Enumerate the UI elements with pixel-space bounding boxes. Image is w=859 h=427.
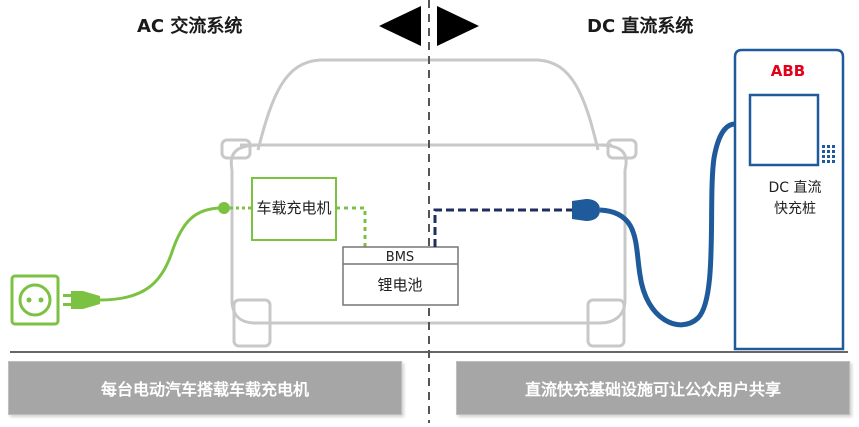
dc-plug-icon xyxy=(572,199,600,221)
ac-dc-link xyxy=(336,206,367,247)
keypad-key xyxy=(822,150,825,153)
dc-cable xyxy=(599,121,736,328)
keypad-key xyxy=(832,155,835,158)
car-outline xyxy=(220,58,638,348)
onboard-charger-box xyxy=(251,177,337,241)
keypad-key xyxy=(827,145,830,148)
keypad-key xyxy=(832,150,835,153)
keypad-key xyxy=(822,155,825,158)
plug-icon xyxy=(63,291,100,309)
keypad-key xyxy=(822,145,825,148)
ac-cable xyxy=(99,206,223,302)
charging-station xyxy=(733,48,845,351)
ac-system-title: AC 交流系统 xyxy=(137,16,243,37)
battery-label: 锂电池 xyxy=(377,276,422,294)
station-screen xyxy=(748,93,820,167)
keypad-key xyxy=(827,155,830,158)
dc-system-title: DC 直流系统 xyxy=(587,16,694,37)
keypad-key xyxy=(832,160,835,163)
station-label-line2: 快充桩 xyxy=(774,200,816,217)
station-label-line1: DC 直流 xyxy=(768,179,821,196)
ac-caption: 每台电动汽车搭载车载充电机 xyxy=(8,361,402,415)
station-brand-logo: ABB xyxy=(771,62,805,80)
keypad-icon xyxy=(822,145,835,163)
battery-pack xyxy=(342,246,459,306)
right-arrow-icon xyxy=(437,6,479,46)
dc-caption: 直流快充基础设施可让公众用户共享 xyxy=(456,361,850,415)
keypad-key xyxy=(827,160,830,163)
socket-icon xyxy=(10,274,60,326)
bms-label: BMS xyxy=(386,250,414,265)
dc-link xyxy=(433,208,572,247)
ac-inlet xyxy=(218,202,230,214)
keypad-key xyxy=(827,150,830,153)
onboard-charger-label: 车载充电机 xyxy=(256,199,331,217)
keypad-key xyxy=(822,160,825,163)
left-arrow-icon xyxy=(379,6,421,46)
keypad-key xyxy=(832,145,835,148)
